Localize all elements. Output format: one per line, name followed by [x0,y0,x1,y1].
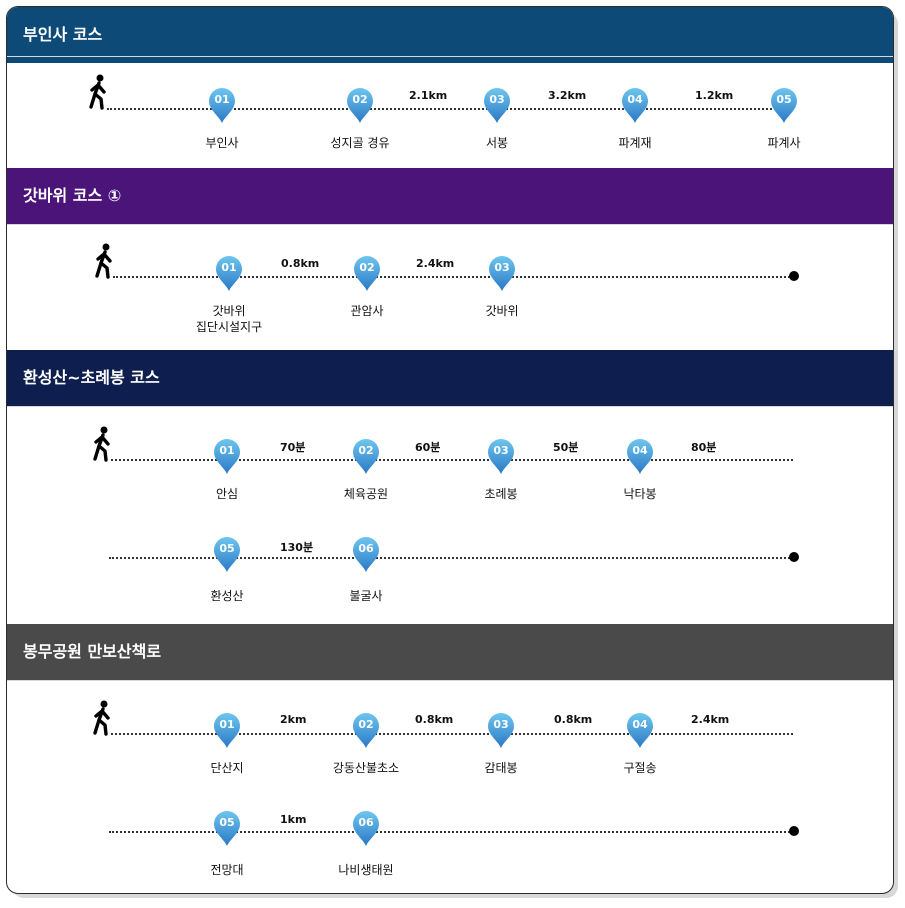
map-pin-icon: 04 [625,711,655,749]
distance-label: 0.8km [554,713,593,726]
stop-label: 감태봉 [484,761,518,775]
map-pin-icon: 06 [351,535,381,573]
section-header-gatbawi: 갓바위 코스 ① [7,168,893,224]
section-header-hwanseong: 환성산~초례봉 코스 [7,350,893,406]
stop-label: 서봉 [485,136,509,150]
stop-number: 04 [632,444,648,457]
distance-label: 50분 [553,441,579,454]
distance-label: 1.2km [695,89,734,102]
stop-label: 낙타봉 [623,487,657,501]
walking-person-icon [89,426,117,462]
course-panel: 부인사 코스 갓바위 코스 ① 환성산~초례봉 코스 봉무공원 만보산책로 01… [6,6,894,894]
route-line-hwanseong-1 [111,459,793,461]
stop-number: 05 [219,542,235,555]
map-pin-icon: 03 [482,86,512,124]
distance-label: 130분 [280,541,314,554]
stop-number: 02 [358,444,374,457]
route-line-bongmu-2 [109,831,790,833]
stop-label: 단산지 [210,761,244,775]
route-end-dot [789,271,799,281]
walking-person-icon [89,700,117,736]
map-pin-icon: 03 [486,437,516,475]
stop-number: 01 [221,261,237,274]
stop-label: 성지골 경유 [330,136,390,150]
stop-number: 06 [358,542,374,555]
stop-number: 04 [627,93,643,106]
distance-label: 0.8km [415,713,454,726]
route-line-gatbawi [113,276,790,278]
stop-number: 03 [493,718,509,731]
stop-number: 03 [493,444,509,457]
map-pin-icon: 05 [769,86,799,124]
stop-label: 환성산 [210,589,244,603]
stop-number: 01 [219,444,235,457]
stop-label: 파계사 [767,136,801,150]
map-pin-icon: 01 [212,437,242,475]
distance-label: 2.4km [416,257,455,270]
stop-label: 부인사 [205,136,239,150]
walking-person-icon [91,243,119,279]
stop-label: 나비생태원 [338,863,394,877]
route-line-bunin [107,108,787,110]
stop-number: 02 [358,718,374,731]
distance-label: 60분 [415,441,441,454]
stop-label: 파계재 [618,136,652,150]
stop-number: 01 [219,718,235,731]
map-pin-icon: 02 [351,437,381,475]
stop-label: 불굴사 [349,589,383,603]
stop-number: 02 [359,261,375,274]
distance-label: 1km [280,813,307,826]
map-pin-icon: 02 [345,86,375,124]
section-body-bongmu [7,680,893,893]
map-pin-icon: 03 [487,254,517,292]
distance-label: 70분 [280,441,306,454]
stop-number: 04 [632,718,648,731]
stop-number: 02 [352,93,368,106]
map-pin-icon: 05 [212,809,242,847]
distance-label: 2km [280,713,307,726]
map-pin-icon: 01 [212,711,242,749]
map-pin-icon: 02 [351,711,381,749]
stop-label: 관암사 [350,304,384,318]
section-body-gatbawi [7,224,893,351]
distance-label: 2.4km [691,713,730,726]
distance-label: 2.1km [409,89,448,102]
stop-label: 구절송 [623,761,657,775]
route-line-bongmu-1 [111,733,793,735]
map-pin-icon: 01 [207,86,237,124]
section-body-hwanseong [7,406,893,625]
map-pin-icon: 06 [351,809,381,847]
section-header-bongmu: 봉무공원 만보산책로 [7,624,893,680]
route-end-dot [789,552,799,562]
stop-number: 01 [214,93,230,106]
stop-number: 05 [219,816,235,829]
map-pin-icon: 03 [486,711,516,749]
stop-label: 체육공원 [343,487,389,501]
stop-label: 초례봉 [484,487,518,501]
section-body-bunin [7,56,893,169]
walking-person-icon [85,74,113,110]
stop-label: 갓바위 집단시설지구 [195,304,263,334]
stop-label: 안심 [215,487,239,501]
route-line-hwanseong-2 [109,557,790,559]
stop-label: 강동산불초소 [332,761,400,775]
map-pin-icon: 02 [352,254,382,292]
map-pin-icon: 04 [620,86,650,124]
section-header-bunin: 부인사 코스 [7,7,893,63]
distance-label: 80분 [691,441,717,454]
stop-number: 03 [489,93,505,106]
stop-number: 05 [776,93,792,106]
distance-label: 3.2km [548,89,587,102]
stop-label: 전망대 [210,863,244,877]
stop-number: 03 [494,261,510,274]
map-pin-icon: 01 [214,254,244,292]
stop-label: 갓바위 [485,304,519,318]
route-end-dot [789,826,799,836]
map-pin-icon: 04 [625,437,655,475]
stop-number: 06 [358,816,374,829]
map-pin-icon: 05 [212,535,242,573]
distance-label: 0.8km [281,257,320,270]
